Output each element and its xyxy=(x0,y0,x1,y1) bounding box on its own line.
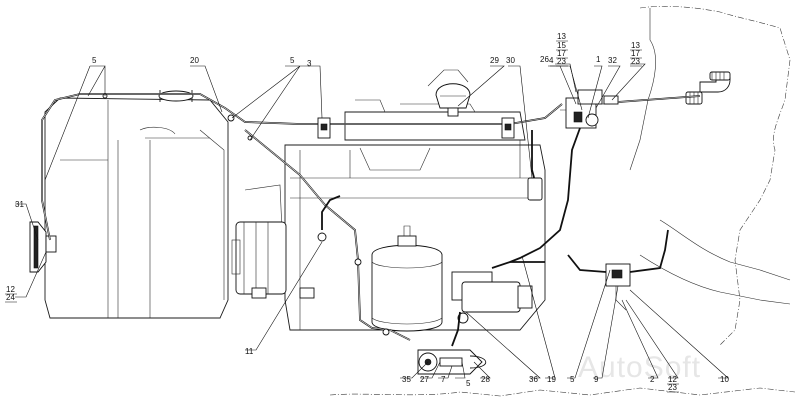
callout-5-right: 5 xyxy=(570,375,575,384)
fuel-filter xyxy=(371,225,443,332)
callout-2: 2 xyxy=(650,375,655,384)
callout-5-mid: 5 xyxy=(290,56,295,65)
tap-valve xyxy=(605,263,631,311)
callout-24: 24 xyxy=(6,293,15,302)
callout-9: 9 xyxy=(594,375,599,384)
callout-29: 29 xyxy=(490,56,499,65)
callout-underlines xyxy=(5,40,679,393)
hand-pump xyxy=(417,349,487,375)
callout-26: 26 xyxy=(540,55,549,64)
callout-23-c: 23 xyxy=(668,383,677,392)
callout-17-a: 17 xyxy=(557,49,566,58)
callout-23-b: 23 xyxy=(631,57,640,66)
valve-cluster xyxy=(560,89,619,129)
watermark-text: AutoSoft xyxy=(578,351,701,384)
tank-drain-valve xyxy=(29,221,57,273)
callout-13-a: 13 xyxy=(557,32,566,41)
callout-35: 35 xyxy=(402,375,411,384)
electric-pump xyxy=(451,271,533,324)
callout-3: 3 xyxy=(307,59,312,68)
pipelines xyxy=(41,93,701,347)
callout-13-b: 13 xyxy=(631,41,640,50)
callout-30: 30 xyxy=(506,56,515,65)
callout-15: 15 xyxy=(557,41,566,50)
callout-32: 32 xyxy=(608,56,617,65)
callout-1: 1 xyxy=(596,55,601,64)
callout-labels: 5 20 5 3 29 30 4 26 1 32 13 15 17 23 13 … xyxy=(6,32,729,392)
callout-28: 28 xyxy=(481,375,490,384)
callout-4: 4 xyxy=(549,56,554,65)
generator xyxy=(231,221,315,299)
callout-10: 10 xyxy=(720,375,729,384)
callout-27: 27 xyxy=(420,375,429,384)
filler-elbow xyxy=(685,71,731,105)
leader-lines xyxy=(15,63,729,379)
callout-12-a: 12 xyxy=(6,285,15,294)
callout-7: 7 xyxy=(441,375,446,384)
engine-block xyxy=(244,99,546,331)
clamps xyxy=(102,93,543,336)
callout-36: 36 xyxy=(529,375,538,384)
callout-31: 31 xyxy=(15,200,24,209)
callout-17-b: 17 xyxy=(631,49,640,58)
callout-5-top: 5 xyxy=(92,56,97,65)
callout-12-b: 12 xyxy=(668,375,677,384)
callout-20: 20 xyxy=(190,56,199,65)
callout-5-bottom: 5 xyxy=(466,379,471,388)
coolant-tank xyxy=(44,90,229,319)
callout-19: 19 xyxy=(547,375,556,384)
pressure-sensor xyxy=(427,69,471,117)
callout-11: 11 xyxy=(245,347,254,356)
callout-23-a: 23 xyxy=(557,57,566,66)
